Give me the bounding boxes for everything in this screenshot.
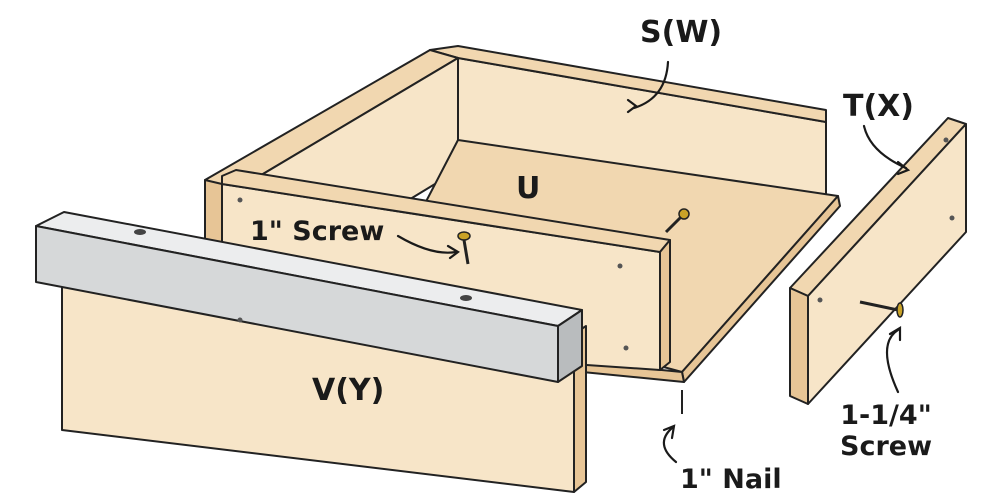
side-panel-tx: [789, 117, 967, 405]
one-inch-screw-icon: [457, 231, 471, 265]
front-panel-vy: [35, 211, 587, 493]
arrow-side-panel: [862, 124, 908, 170]
arrow-long-screw: [886, 328, 900, 394]
arrow-small-screw: [396, 234, 458, 254]
bottom-panel-label: U: [516, 171, 541, 206]
long-screw-label-line1: 1-1/4": [840, 400, 932, 431]
front-panel-label: V(Y): [312, 373, 385, 408]
arrow-back-panel: [632, 60, 670, 110]
long-screw-label-line2: Screw: [840, 431, 933, 463]
callout-arrows: [396, 60, 911, 464]
screw-inside-icon: [664, 208, 690, 234]
nail-label: 1" Nail: [680, 464, 782, 495]
arrow-nail: [662, 426, 678, 464]
long-screw-label: 1-1/4" Screw: [840, 400, 932, 462]
screw-holes: [134, 137, 955, 351]
side-panel-label: T(X): [843, 89, 915, 124]
small-screw-label: 1" Screw: [250, 216, 385, 247]
back-panel-label: S(W): [640, 15, 723, 50]
long-screw-icon: [859, 300, 904, 318]
